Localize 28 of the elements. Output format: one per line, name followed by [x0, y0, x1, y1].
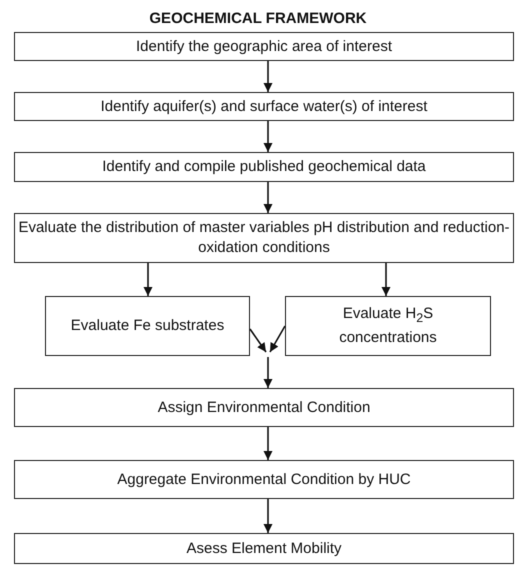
step-text: Evaluate H$_{2}$S concentrations — [338, 304, 438, 348]
arrow — [382, 263, 390, 296]
arrow — [264, 427, 272, 460]
arrow — [249, 328, 267, 352]
process-box — [285, 296, 491, 356]
step-text: Identify and compile published geochemical data — [102, 157, 426, 177]
arrow — [264, 182, 272, 213]
process-box — [14, 152, 514, 182]
process-box — [14, 533, 514, 564]
process-box — [14, 92, 514, 121]
step-text: Evaluate the distribution of master variables pH distribution and reduction-oxidation conditions — [17, 218, 511, 258]
step-text: Identify the geographic area of interest — [136, 36, 392, 56]
process-box — [45, 296, 250, 356]
arrow — [269, 326, 286, 352]
process-box — [14, 460, 514, 499]
arrow — [264, 357, 272, 388]
step-text: Asess Element Mobility — [186, 538, 342, 558]
diagram-title: GEOCHEMICAL FRAMEWORK — [148, 10, 368, 27]
arrow — [264, 499, 272, 533]
process-box — [14, 388, 514, 427]
process-box — [14, 32, 514, 61]
step-text: Evaluate Fe substrates — [70, 316, 224, 336]
arrow — [144, 263, 152, 296]
arrow — [264, 61, 272, 92]
step-text: Identify aquifer(s) and surface water(s) of interest — [100, 96, 428, 116]
arrow — [264, 121, 272, 152]
step-text: Aggregate Environmental Condition by HUC — [117, 470, 411, 490]
step-text: Assign Environmental Condition — [158, 398, 370, 418]
